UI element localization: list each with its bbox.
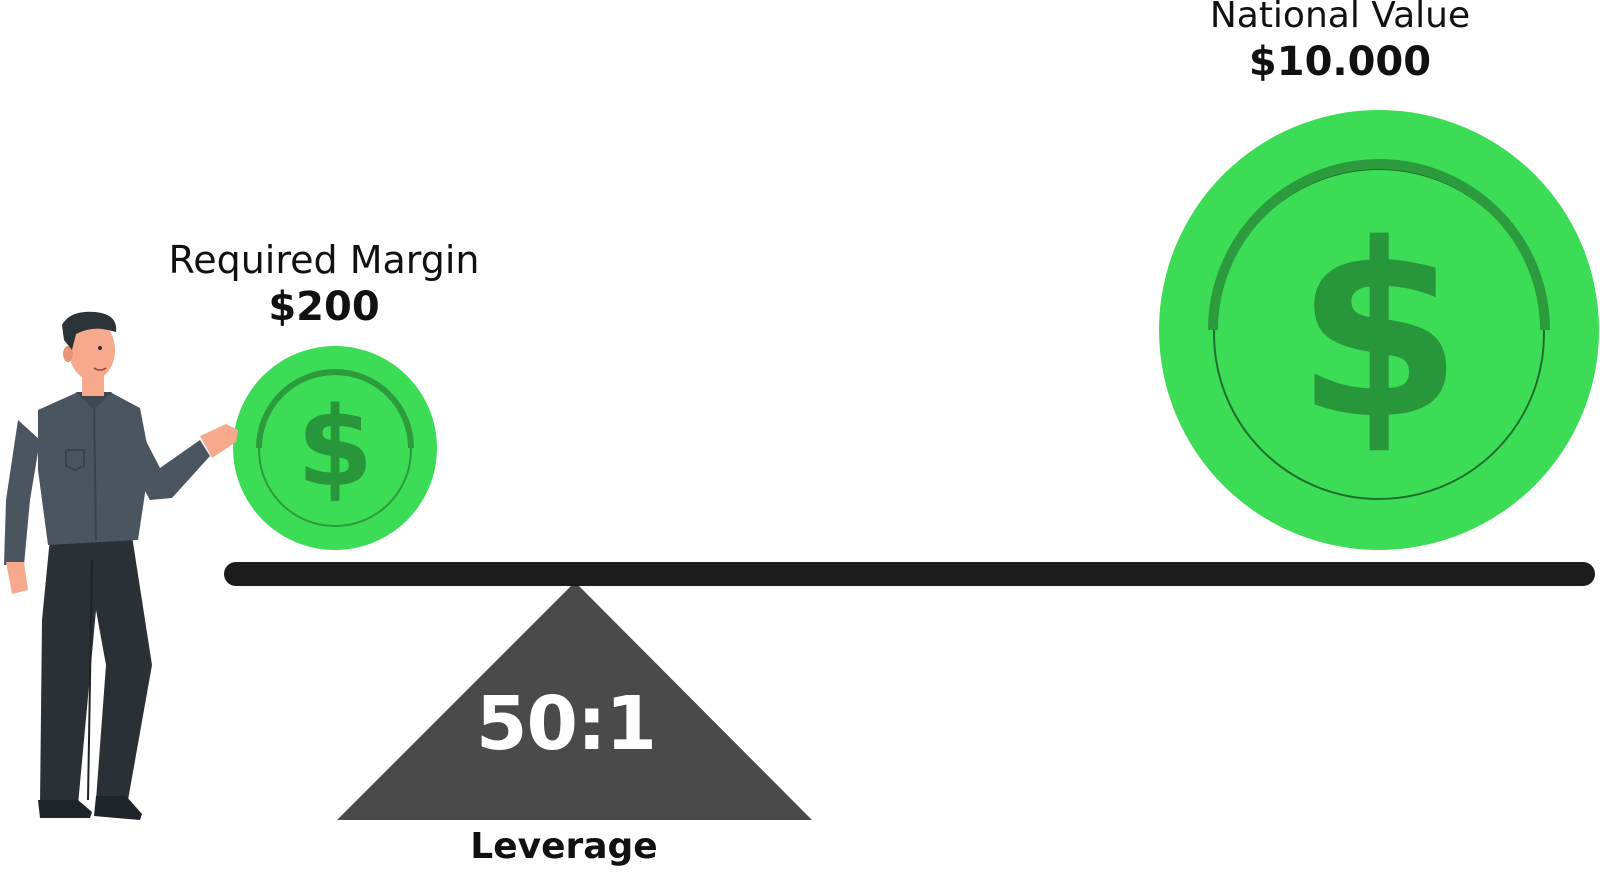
notional-value-title: National Value — [1209, 0, 1471, 36]
dollar-coin-icon-large: $ — [1159, 110, 1599, 550]
fulcrum-triangle — [337, 582, 812, 820]
notional-value-amount: $10.000 — [1248, 39, 1432, 85]
coin-dollar-symbol-large: $ — [1296, 192, 1463, 472]
dollar-coin-icon: $ — [233, 346, 437, 550]
seesaw-beam — [224, 562, 1595, 586]
leverage-ratio: 50:1 — [475, 681, 657, 767]
notional-value-label: National Value $10.000 — [1190, 0, 1490, 86]
person-illustration — [4, 311, 238, 820]
required-margin-title: Required Margin — [168, 238, 480, 282]
coin-dollar-symbol: $ — [297, 383, 374, 511]
leverage-caption: Leverage — [470, 826, 658, 867]
required-margin-label: Required Margin $200 — [168, 238, 480, 332]
required-margin-amount: $200 — [268, 284, 380, 330]
